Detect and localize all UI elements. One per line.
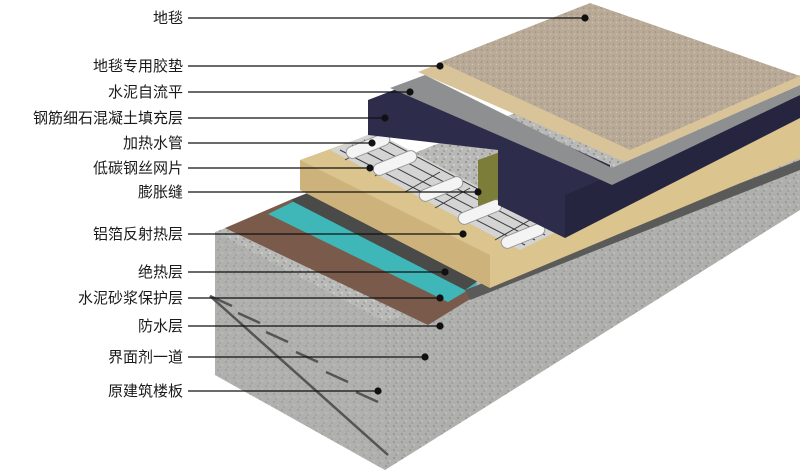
label-interface: 界面剂一道 xyxy=(107,348,183,366)
label-carpet: 地毯 xyxy=(152,9,183,27)
label-foil-layer: 铝箔反射热层 xyxy=(92,225,183,243)
label-slab: 原建筑楼板 xyxy=(107,382,183,400)
label-mortar: 水泥砂浆保护层 xyxy=(77,289,183,307)
expansion-joint xyxy=(478,152,500,206)
underlay-layer xyxy=(418,60,800,162)
self-leveling-layer xyxy=(390,75,800,185)
label-carpet-underlay: 地毯专用胶垫 xyxy=(92,57,183,75)
leader-lines xyxy=(188,14,589,395)
label-expansion-joint: 膨胀缝 xyxy=(137,183,183,201)
label-insulation: 绝热层 xyxy=(137,263,183,281)
interface-layer xyxy=(225,200,475,325)
label-wire-mesh: 低碳钢丝网片 xyxy=(92,159,183,177)
heating-pipes xyxy=(345,133,546,249)
waterproof-layer xyxy=(268,196,478,302)
mortar-side xyxy=(465,160,800,300)
mortar-layer xyxy=(290,188,488,290)
label-self-leveling: 水泥自流平 xyxy=(107,83,183,101)
label-concrete-fill: 钢筋细石混凝土填充层 xyxy=(32,109,183,127)
label-heating-pipe: 加热水管 xyxy=(122,134,183,152)
concrete-fill-layer xyxy=(368,80,610,238)
carpet-layer xyxy=(440,3,800,150)
label-waterproof: 防水层 xyxy=(137,317,183,335)
